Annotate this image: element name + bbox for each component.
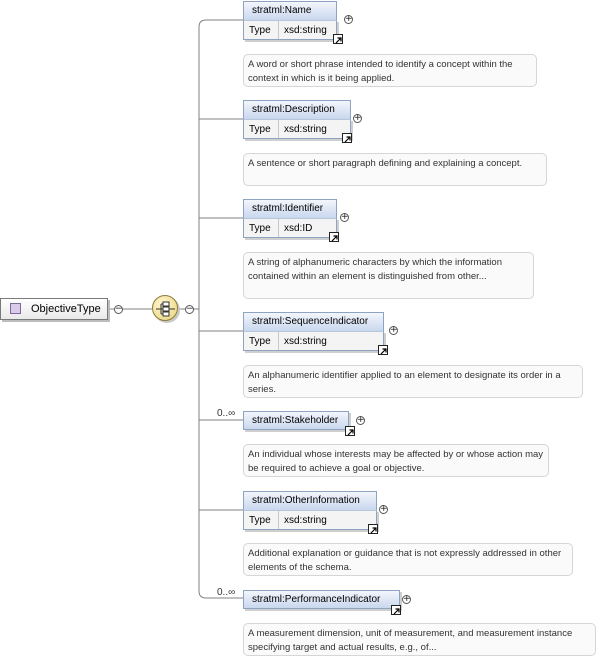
element-identifier-doc: A string of alphanumeric characters by w… [243,252,534,299]
type-key: Type [249,223,271,234]
expand-identifier-icon[interactable]: + [340,212,349,222]
element-name-header: stratml:Name [243,1,337,20]
element-performance-indicator-doc: A measurement dimension, unit of measure… [243,623,596,656]
type-value: xsd:string [284,124,327,135]
type-key: Type [249,336,271,347]
element-other-information-header: stratml:OtherInformation [243,491,377,510]
element-other-information[interactable]: stratml:OtherInformation Type xsd:string [243,491,377,530]
type-key: Type [249,515,271,526]
complex-type-icon [10,303,21,314]
element-description-header: stratml:Description [243,100,351,119]
expand-description-icon[interactable]: + [353,113,362,123]
collapse-sequence-icon[interactable]: − [185,304,194,314]
expand-sequence-indicator-icon[interactable]: + [389,325,398,335]
element-description-doc: A sentence or short paragraph defining a… [243,153,547,186]
type-key: Type [249,124,271,135]
element-description[interactable]: stratml:Description Type xsd:string [243,100,351,139]
element-identifier-header: stratml:Identifier [243,199,337,218]
element-sequence-indicator-header: stratml:SequenceIndicator [243,312,384,331]
element-name-type-row: Type xsd:string [243,20,337,40]
reference-arrow-icon [378,345,388,355]
expand-stakeholder-icon[interactable]: + [356,415,365,425]
type-key: Type [249,25,271,36]
type-value: xsd:string [284,515,327,526]
reference-arrow-icon [345,426,355,436]
performance-indicator-cardinality: 0..∞ [217,587,236,598]
expand-other-information-icon[interactable]: + [379,504,388,514]
reference-arrow-icon [329,232,339,242]
element-sequence-indicator[interactable]: stratml:SequenceIndicator Type xsd:strin… [243,312,384,351]
element-sequence-indicator-type-row: Type xsd:string [243,331,384,351]
expand-name-icon[interactable]: + [344,14,353,24]
reference-arrow-icon [368,524,378,534]
element-description-type-row: Type xsd:string [243,119,351,139]
stakeholder-cardinality: 0..∞ [217,408,236,419]
element-other-information-doc: Additional explanation or guidance that … [243,543,573,576]
element-name[interactable]: stratml:Name Type xsd:string [243,1,337,40]
element-performance-indicator-header: stratml:PerformanceIndicator [243,590,400,609]
reference-arrow-icon [391,605,401,615]
root-type-box[interactable]: ObjectiveType [0,298,108,320]
element-stakeholder-doc: An individual whose interests may be aff… [243,444,549,477]
expand-performance-indicator-icon[interactable]: + [402,594,411,604]
sequence-compositor-icon[interactable] [152,295,178,321]
type-value: xsd:string [284,336,327,347]
type-value: xsd:string [284,25,327,36]
reference-arrow-icon [333,34,343,44]
element-stakeholder[interactable]: stratml:Stakeholder [243,411,349,430]
element-other-information-type-row: Type xsd:string [243,510,377,530]
reference-arrow-icon [342,133,352,143]
element-performance-indicator[interactable]: stratml:PerformanceIndicator [243,590,400,609]
element-identifier-type-row: Type xsd:ID [243,218,337,238]
element-identifier[interactable]: stratml:Identifier Type xsd:ID [243,199,337,238]
collapse-root-icon[interactable]: − [114,304,123,314]
element-name-doc: A word or short phrase intended to ident… [243,54,537,87]
element-stakeholder-header: stratml:Stakeholder [243,411,349,430]
element-sequence-indicator-doc: An alphanumeric identifier applied to an… [243,365,583,398]
root-type-label: ObjectiveType [31,303,101,315]
connector-trunk [198,19,243,599]
type-value: xsd:ID [284,223,313,234]
